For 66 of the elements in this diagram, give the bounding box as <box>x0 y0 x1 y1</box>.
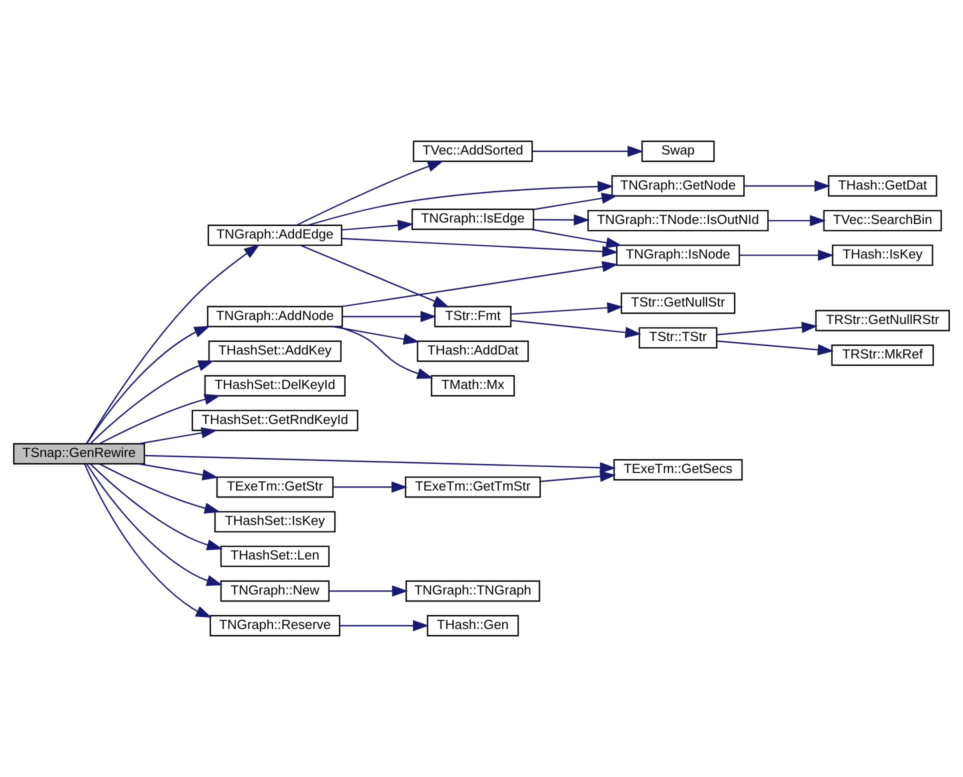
arrow <box>510 320 642 338</box>
arrow <box>144 454 616 474</box>
arrow <box>534 214 590 226</box>
node-box: TStr::TStr <box>638 327 718 349</box>
arrow <box>296 160 444 226</box>
arrow <box>308 181 614 226</box>
arrow <box>342 261 618 308</box>
arrow <box>84 464 212 618</box>
node-box: THash::Gen <box>426 615 519 636</box>
arrow <box>540 470 616 482</box>
node-box: TNGraph::IsNode <box>616 244 740 266</box>
arrow <box>99 394 220 444</box>
arrow <box>90 464 223 550</box>
arrow <box>342 310 437 322</box>
node-box: THashSet::GetRndKeyId <box>192 410 358 432</box>
node-box: TStr::GetNullStr <box>620 292 736 314</box>
node-box: TNGraph::TNGraph <box>406 580 540 602</box>
arrow <box>138 427 218 444</box>
node-box: TExeTm::GetSecs <box>613 459 743 480</box>
arrow <box>530 228 622 248</box>
node-box: TNGraph::GetNode <box>611 175 745 197</box>
arrow <box>90 360 214 444</box>
arrow <box>716 340 834 356</box>
node-box: TVec::SearchBin <box>823 210 942 232</box>
arrow <box>768 215 826 226</box>
arrow <box>138 463 218 480</box>
arrow <box>716 322 818 336</box>
node-box: THashSet::Len <box>220 546 330 568</box>
arrow <box>340 620 429 632</box>
arrow <box>300 244 450 308</box>
node-box: TNGraph::Reserve <box>210 615 340 636</box>
node-box: THashSet::AddKey <box>208 340 342 362</box>
node-box: TNGraph::TNode::IsOutNId <box>587 210 769 232</box>
node-box: THash::IsKey <box>832 244 934 266</box>
node-box: TExeTm::GetTmStr <box>404 476 541 498</box>
node-box: TNGraph::AddNode <box>207 306 343 328</box>
arrow <box>342 238 618 258</box>
arrow <box>534 192 618 210</box>
arrow <box>333 482 408 493</box>
node-box: TExeTm::GetStr <box>216 476 334 498</box>
arrow <box>332 326 420 345</box>
arrow <box>86 464 223 586</box>
node-box: TRStr::GetNullRStr <box>815 310 950 332</box>
arrow <box>86 326 210 444</box>
node-box: THash::GetDat <box>828 175 938 197</box>
node-box: TRStr::MkRef <box>831 344 934 366</box>
arrow <box>342 220 414 231</box>
node-box: TSnap::GenRewire <box>13 443 146 464</box>
node-box: TNGraph::New <box>220 580 330 602</box>
arrow <box>510 302 624 315</box>
arrow <box>99 463 220 514</box>
arrow <box>336 326 434 379</box>
node-box: THash::AddDat <box>416 340 529 362</box>
node-box: TNGraph::AddEdge <box>208 224 342 246</box>
arrow <box>744 180 831 192</box>
arrow <box>329 585 408 597</box>
node-box: TNGraph::IsEdge <box>412 208 534 230</box>
arrow <box>86 244 260 444</box>
arrow <box>739 250 834 261</box>
node-box: TVec::AddSorted <box>412 140 533 162</box>
arrow <box>532 146 644 157</box>
node-box: TMath::Mx <box>430 375 515 396</box>
node-box: THashSet::DelKeyId <box>204 375 346 396</box>
node-box: Swap <box>641 140 715 162</box>
node-box: THashSet::IsKey <box>214 511 336 532</box>
node-box: TStr::Fmt <box>434 306 512 328</box>
